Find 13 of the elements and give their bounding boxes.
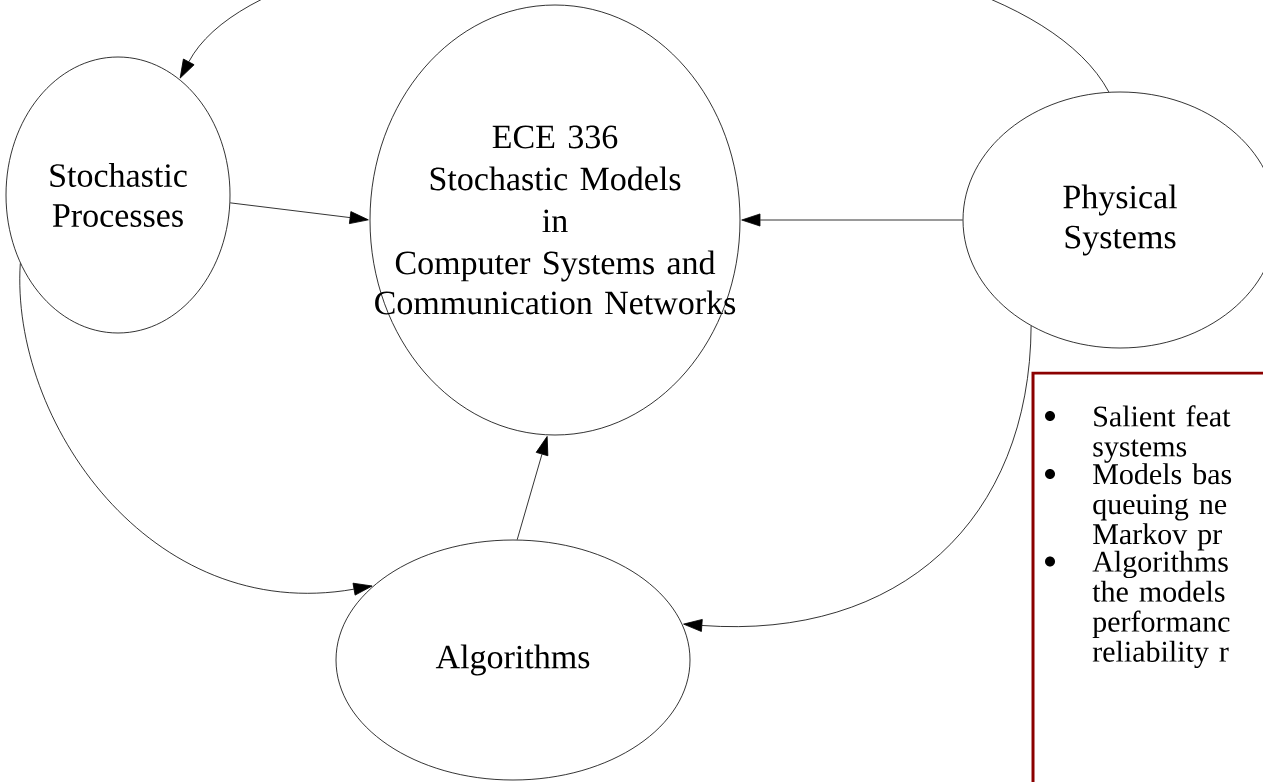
node-label: Algorithms the models performanc reliability r (1092, 550, 1230, 669)
arrow (516, 436, 549, 541)
ellipse-node: ECE 336 Stochastic Models in Computer Systems and Communication Networks (369, 4, 741, 436)
node-label: Models bas queuing ne Markov pr (1093, 463, 1232, 551)
arrow (179, 0, 1110, 93)
arrow (683, 325, 1032, 632)
node-label: Salient feat systems (1093, 405, 1231, 463)
text-box: Salient feat systems Models bas queuing ne Markov pr Algorithms the models performanc reliability r (1031, 371, 1263, 782)
ellipse-node: Algorithms (335, 539, 691, 781)
arrow (229, 202, 369, 224)
arrow (741, 213, 963, 227)
ellipse-node: Stochastic Processes (5, 56, 231, 334)
arrow (19, 263, 373, 596)
